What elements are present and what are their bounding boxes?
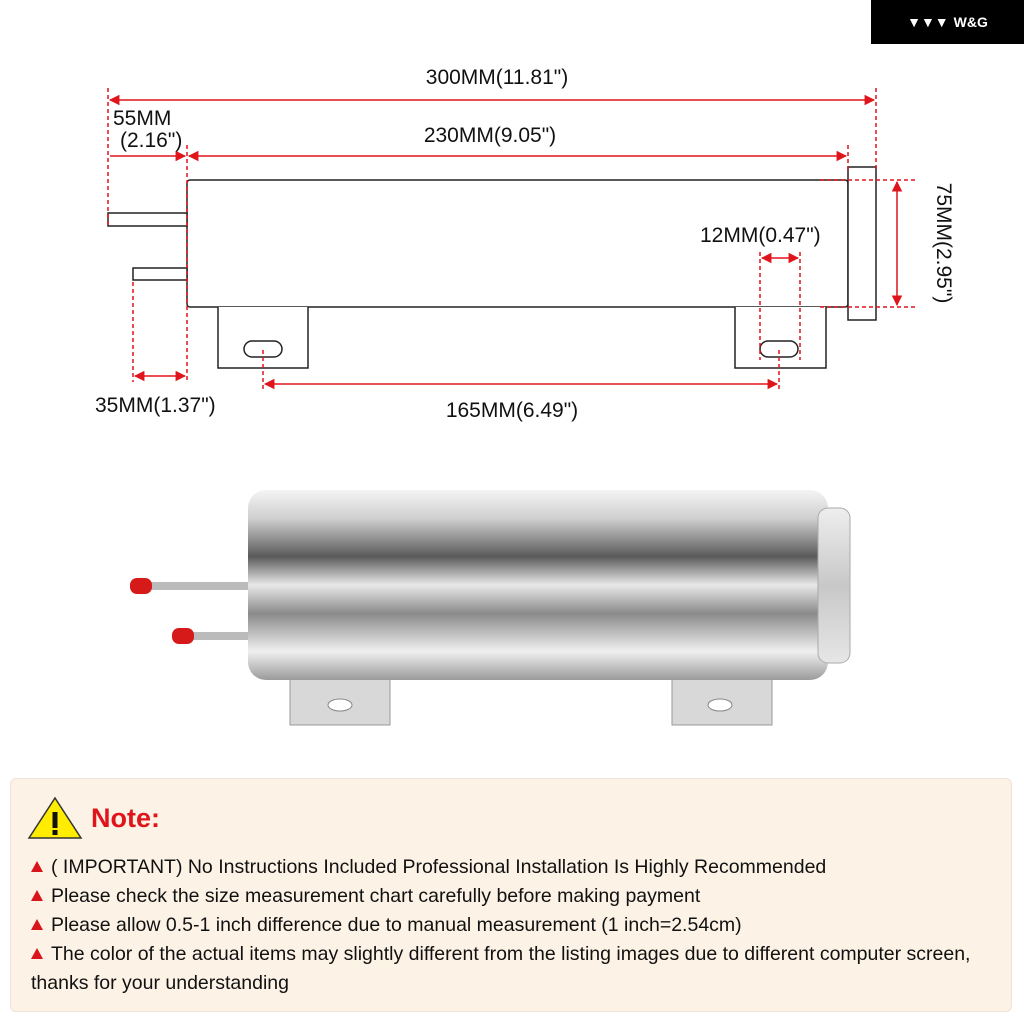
- logo-text: W&G: [953, 14, 988, 30]
- note-item: The color of the actual items may slight…: [31, 943, 971, 994]
- bullet-triangle-icon: [31, 861, 43, 872]
- dimension-diagram: 300MM(11.81") 55MM (2.16") 230MM(9.05") …: [95, 66, 955, 726]
- brand-logo: ▼▼▼ W&G: [871, 0, 1024, 44]
- bullet-triangle-icon: [31, 919, 43, 930]
- note-item: Please check the size measurement chart …: [31, 882, 995, 911]
- slot-width-label: 12MM(0.47"): [700, 224, 821, 247]
- diameter-label: 75MM(2.95"): [932, 183, 955, 304]
- bullet-triangle-icon: [31, 890, 43, 901]
- bullet-triangle-icon: [31, 948, 43, 959]
- note-list: ( IMPORTANT) No Instructions Included Pr…: [31, 853, 995, 998]
- dimension-lines: [107, 88, 915, 392]
- pipe-spacing-label: 35MM(1.37"): [95, 394, 216, 417]
- overall-length-label: 300MM(11.81"): [426, 66, 568, 89]
- product-photo: [130, 490, 851, 726]
- body-length-label: 230MM(9.05"): [424, 124, 556, 147]
- inlet-offset-in-label: (2.16"): [120, 129, 182, 152]
- note-title: Note:: [91, 802, 160, 833]
- logo-chevrons-icon: ▼▼▼: [907, 14, 949, 30]
- warning-icon: [27, 796, 83, 839]
- mount-spacing-label: 165MM(6.49"): [446, 399, 578, 422]
- inlet-offset-mm-label: 55MM: [113, 107, 171, 130]
- tank-outline-drawing: [107, 166, 877, 369]
- note-item: Please allow 0.5-1 inch difference due t…: [31, 911, 995, 940]
- note-item: ( IMPORTANT) No Instructions Included Pr…: [31, 853, 995, 882]
- note-panel: Note: ( IMPORTANT) No Instructions Inclu…: [10, 778, 1012, 1012]
